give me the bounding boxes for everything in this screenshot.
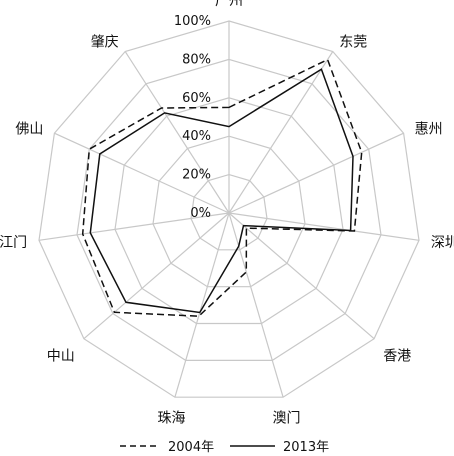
category-label-4: 香港 [383, 349, 411, 365]
grid-spoke [54, 132, 230, 214]
radial-tick-labels: 0% 20% 40% 60% 80% 100% [174, 14, 211, 221]
tick-label-0: 0% [190, 206, 211, 221]
category-label-9: 佛山 [15, 121, 43, 137]
legend-label-2004: 2004年 [168, 440, 214, 455]
category-label-3: 深圳 [431, 235, 454, 251]
grid-spoke [228, 132, 404, 214]
legend: 2004年 2013年 [120, 440, 329, 455]
grid-ring-4 [76, 58, 382, 361]
tick-label-2: 40% [182, 129, 211, 144]
radar-grid [38, 20, 420, 398]
tick-label-1: 20% [182, 168, 211, 183]
grid-spoke [124, 51, 230, 214]
category-label-1: 东莞 [339, 34, 367, 50]
category-label-7: 中山 [47, 349, 75, 365]
series-layer [81, 58, 363, 317]
grid-ring-1 [190, 173, 268, 251]
tick-label-5: 100% [174, 14, 211, 29]
series-line-2004年 [81, 58, 363, 317]
grid-spoke [228, 212, 284, 398]
category-label-5: 澳门 [273, 411, 301, 427]
grid-spoke [228, 51, 334, 214]
grid-spoke [38, 212, 230, 241]
series-line-2013年 [89, 68, 354, 314]
category-label-8: 江门 [0, 235, 27, 251]
grid-ring-2 [152, 135, 306, 288]
category-label-0: 广州 [215, 0, 243, 9]
grid-ring-5 [38, 20, 420, 398]
category-label-10: 肇庆 [91, 34, 119, 50]
tick-label-3: 60% [182, 91, 211, 106]
grid-spoke [228, 212, 420, 241]
grid-spoke [174, 212, 230, 398]
grid-spoke [228, 212, 375, 340]
category-label-2: 惠州 [415, 121, 443, 137]
grid-ring-3 [114, 97, 344, 325]
tick-label-4: 80% [182, 52, 211, 67]
category-label-6: 珠海 [158, 411, 186, 427]
legend-label-2013: 2013年 [283, 440, 329, 455]
grid-spoke [83, 212, 230, 340]
